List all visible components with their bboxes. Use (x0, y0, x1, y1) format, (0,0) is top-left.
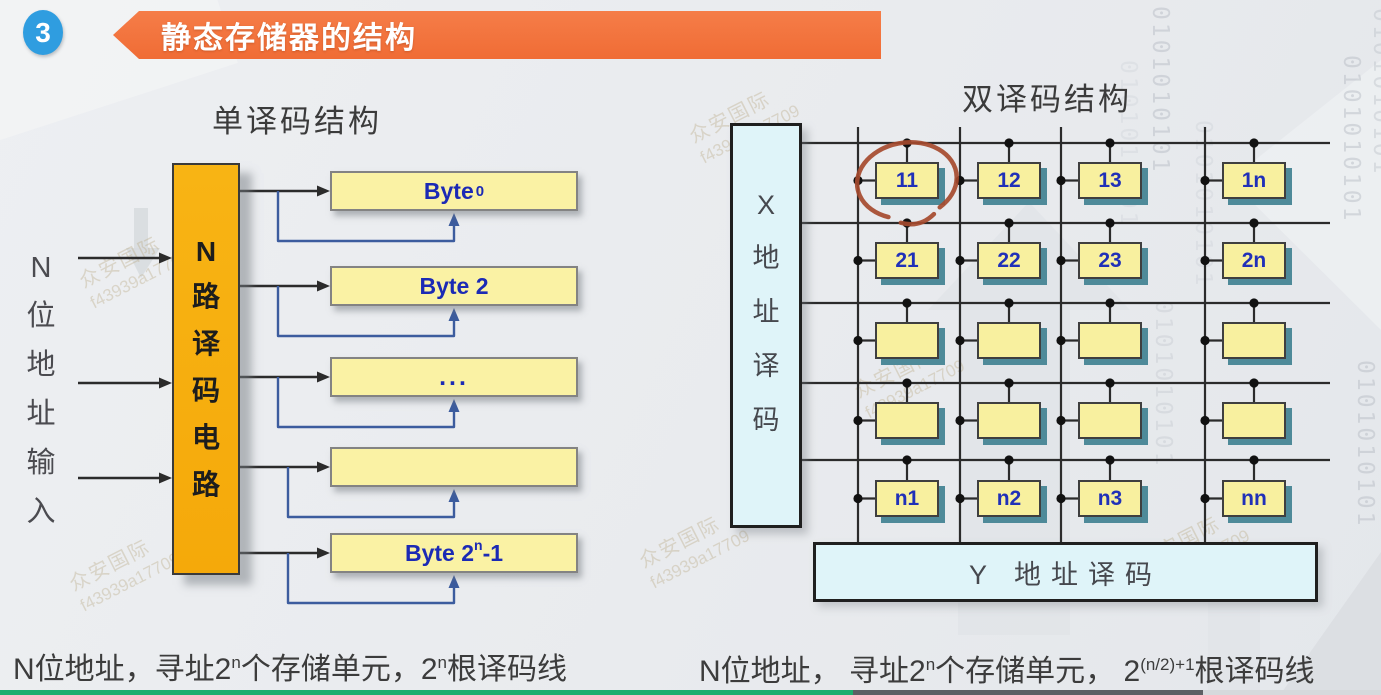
label-char: 译 (752, 351, 780, 381)
label-part: n (925, 655, 936, 674)
byte-box: Byte 2 (330, 266, 578, 306)
memory-cell-label: nn (1241, 486, 1267, 510)
memory-cell: 12 (977, 162, 1041, 199)
caption-single-decode: N位地址，寻址2n个存储单元，2n根译码线 (13, 644, 567, 688)
label-char: X (756, 190, 775, 220)
memory-cell-label: 13 (1098, 168, 1122, 192)
video-progress-bar[interactable] (0, 690, 1381, 695)
memory-cell: 2n (1222, 242, 1286, 279)
memory-cell-label: n3 (1097, 486, 1123, 510)
label-part: -1 (482, 539, 504, 566)
memory-cell (1222, 322, 1286, 359)
label-part: 个存储单元， 2 (935, 655, 1141, 688)
label-part: Byte 2 (419, 272, 489, 299)
title-banner: 静态存储器的结构 (113, 11, 881, 59)
binary-watermark: 0101010101 (1190, 120, 1216, 289)
label-part: 个存储单元，2 (240, 653, 438, 686)
byte-box: Byte 0 (330, 171, 578, 211)
label-char: 地 (26, 349, 56, 381)
progress-segment (0, 690, 853, 695)
memory-cell (1078, 402, 1142, 439)
label-part: (n/2)+1 (1140, 655, 1195, 674)
progress-segment (1203, 690, 1381, 695)
label-part: Byte (423, 177, 474, 204)
byte-box (330, 447, 578, 487)
memory-cell: 22 (977, 242, 1041, 279)
binary-watermark: 0101010101 (1338, 55, 1364, 224)
binary-watermark: 0101010101 (1368, 8, 1381, 177)
memory-cell-label: n1 (894, 486, 920, 510)
label-part: n (437, 653, 447, 672)
memory-cell: nn (1222, 480, 1286, 517)
memory-cell (977, 322, 1041, 359)
memory-cell-label: 22 (997, 248, 1021, 272)
label-char: 路 (191, 280, 220, 312)
label-part: 0 (475, 182, 485, 200)
label-char: 入 (26, 496, 56, 528)
memory-cell: 13 (1078, 162, 1142, 199)
memory-cell (875, 322, 939, 359)
binary-watermark: 0101010101 (1147, 6, 1173, 175)
label-char: N (30, 252, 52, 284)
slide-number: 3 (35, 16, 51, 48)
memory-cell: n2 (977, 480, 1041, 517)
memory-cell-label: 23 (1098, 248, 1122, 272)
label-char: 电 (191, 421, 220, 453)
binary-watermark: 0101010101 (1115, 60, 1141, 229)
label-part: Byte 2 (404, 539, 475, 566)
memory-cell (977, 402, 1041, 439)
label-char: 码 (752, 405, 780, 435)
label-char: 路 (191, 468, 220, 500)
label-char: 位 (26, 300, 56, 332)
memory-cell: 21 (875, 242, 939, 279)
banner-title: 静态存储器的结构 (161, 22, 417, 55)
label-char: 译 (191, 327, 220, 359)
memory-cell-label: 12 (997, 168, 1021, 192)
byte-box: ... (330, 357, 578, 397)
caption-double-decode: N位地址， 寻址2n个存储单元， 2(n/2)+1根译码线 (699, 646, 1315, 690)
label-part: 根译码线 (446, 653, 567, 686)
binary-watermark: 0101010101 (1150, 300, 1176, 469)
memory-cell-label: 2n (1241, 248, 1267, 272)
memory-cell: 11 (875, 162, 939, 199)
left-diagram-title: 单译码结构 (212, 104, 382, 139)
label-part: n (474, 537, 483, 553)
label-char: N (195, 235, 217, 267)
label-char: 址 (26, 398, 56, 430)
label-part: ... (439, 362, 469, 391)
memory-cell: n1 (875, 480, 939, 517)
label-char: 码 (191, 374, 220, 406)
label-part: 根译码线 (1194, 655, 1315, 688)
memory-cell-label: 21 (895, 248, 919, 272)
label-char: 输 (26, 447, 56, 479)
label-part: n (231, 653, 241, 672)
y-address-decoder-box: Y 地址译码 (813, 542, 1318, 602)
memory-cell: 23 (1078, 242, 1142, 279)
y-address-decoder-label: Y 地址译码 (968, 559, 1163, 590)
memory-cell (1222, 402, 1286, 439)
slide-number-badge: 3 (23, 10, 63, 55)
label-char: 址 (752, 297, 780, 327)
label-part: N位地址， 寻址2 (699, 655, 926, 688)
binary-watermark: 0101010101 (1352, 360, 1378, 529)
memory-cell-label: 11 (895, 168, 919, 192)
memory-cell: 1n (1222, 162, 1286, 199)
memory-cell (1078, 322, 1142, 359)
memory-cell: n3 (1078, 480, 1142, 517)
memory-cell-label: n2 (996, 486, 1022, 510)
label-char: 地 (752, 243, 780, 273)
right-diagram-title: 双译码结构 (962, 82, 1132, 117)
progress-segment (853, 690, 1203, 695)
memory-cell (875, 402, 939, 439)
memory-cell-label: 1n (1241, 168, 1267, 192)
label-part: N位地址，寻址2 (13, 653, 232, 686)
